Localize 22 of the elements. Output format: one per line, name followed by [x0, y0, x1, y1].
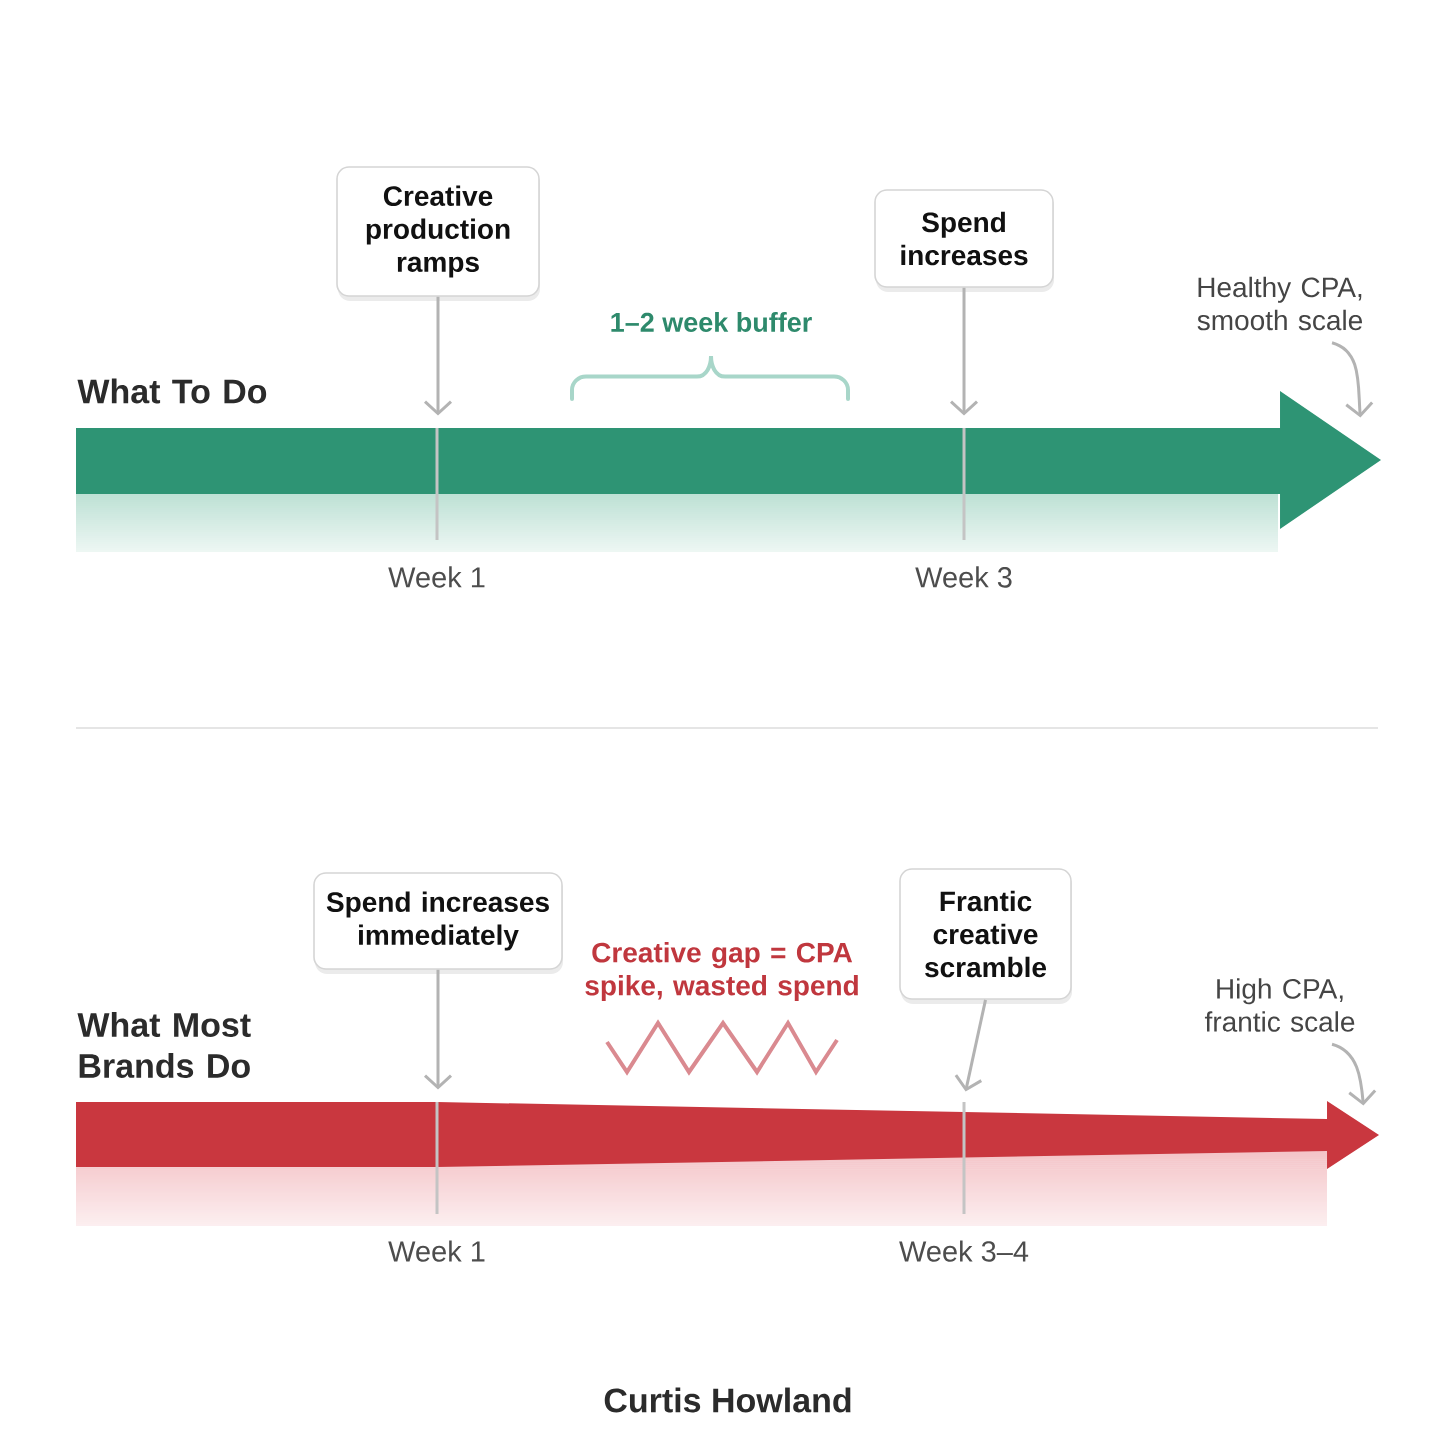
- section-heading: What Most Brands Do: [77, 1012, 251, 1078]
- milestone-box: Spend increases: [874, 189, 1054, 292]
- leader-arrow: [950, 287, 979, 416]
- outcome-note: Healthy CPA, smooth scale: [1197, 276, 1362, 331]
- week-label: Week 3: [915, 566, 1012, 588]
- milestone-box: Creative production ramps: [336, 166, 540, 301]
- section-heading: What To Do: [77, 378, 267, 404]
- outcome-note: High CPA, frantic scale: [1204, 978, 1355, 1032]
- week-label: Week 1: [388, 566, 485, 588]
- week-label: Week 3–4: [899, 1240, 1029, 1262]
- leader-arrow: [954, 999, 987, 1092]
- timeline-arrow: [76, 1101, 1379, 1226]
- milestone-box: Frantic creative scramble: [899, 868, 1072, 1004]
- curved-arrow: [1331, 1042, 1377, 1106]
- leader-arrow: [424, 969, 452, 1090]
- gap-label: Creative gap = CPA spike, wasted spend: [585, 941, 858, 1002]
- author-credit: Curtis Howland: [604, 1387, 851, 1413]
- leader-arrow: [424, 296, 452, 416]
- week-label: Week 1: [388, 1240, 485, 1262]
- buffer-label: 1–2 week buffer: [611, 312, 812, 332]
- curved-arrow: [1331, 341, 1374, 418]
- milestone-box: Spend increases immediately: [313, 872, 563, 974]
